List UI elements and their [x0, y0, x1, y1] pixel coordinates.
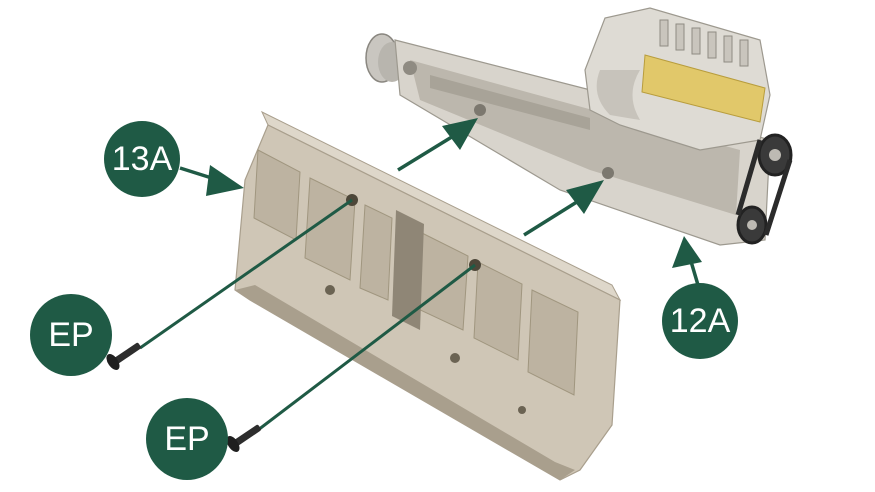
pocket [359, 204, 393, 301]
screw-2-shank [233, 424, 261, 446]
guide-arrow-1-head [442, 118, 478, 150]
callout-12a-label: 12A [669, 301, 731, 340]
pocket [527, 289, 579, 396]
pump-end-cap [596, 70, 640, 120]
screw-1 [106, 342, 141, 370]
guide-line-screw-2 [257, 263, 476, 432]
housing-bolt [403, 61, 417, 75]
pointer-13a-head [206, 165, 244, 196]
guide-arrow-1-line [397, 133, 456, 172]
panel-hole [325, 285, 335, 295]
screw-2 [226, 424, 261, 452]
callout-12a: 12A [662, 283, 738, 359]
panel-hole [450, 353, 460, 363]
callout-ep-1: EP [30, 294, 112, 376]
nozzle [723, 35, 733, 63]
panel-hole [518, 406, 526, 414]
guide-arrow-2-head [566, 180, 604, 214]
camshaft-pump-assembly [365, 7, 793, 246]
nozzle [739, 39, 749, 67]
guide-arrow-2-line [523, 198, 581, 237]
callout-ep-2-label: EP [164, 419, 210, 458]
callout-13a-label: 13A [111, 139, 173, 178]
nozzle [707, 31, 717, 59]
pump-pulley-hub [769, 149, 781, 161]
panel-center-slot [392, 210, 424, 330]
pocket [473, 261, 523, 361]
callout-ep-1-label: EP [48, 315, 94, 354]
camshaft-socket-2 [602, 167, 614, 179]
guides [139, 118, 702, 432]
guide-line-screw-1 [139, 198, 353, 350]
panel-pockets [253, 149, 579, 396]
nozzle [691, 27, 701, 55]
cam-pulley-hub [747, 220, 757, 230]
pump-nozzles [659, 19, 749, 67]
nozzle [659, 19, 669, 47]
screw-2-head [226, 436, 240, 452]
callout-ep-2: EP [146, 398, 228, 480]
panel-bottom-edge [235, 285, 575, 480]
pump-yellow-plate [641, 54, 766, 123]
housing-rib [430, 75, 590, 130]
screw-1-shank [113, 342, 141, 364]
nozzle [675, 23, 685, 51]
drive-belt [735, 139, 793, 236]
camshaft-socket-1 [474, 104, 486, 116]
pointer-12a-head [672, 236, 702, 268]
callout-13a: 13A [104, 121, 180, 197]
screw-1-head [106, 354, 120, 370]
